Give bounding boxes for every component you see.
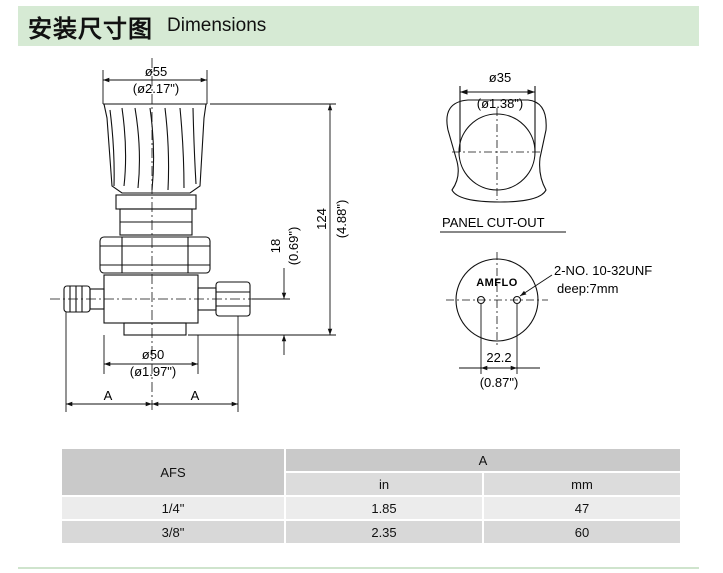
hole-spacing-in: (0.87") [480,375,519,390]
height-mm: 124 [314,208,329,230]
table-cell-in: 2.35 [284,519,483,543]
offset-in: (0.69") [286,227,301,266]
dim-a-right: A [191,388,200,403]
bottom-diameter-mm: ø50 [142,347,164,362]
height-in: (4.88") [334,200,349,239]
handknob [103,103,207,194]
table-cell-afs: 3/8" [62,519,285,543]
bottom-diameter-in: (ø1.97") [130,364,177,379]
top-diameter-in: (ø2.17") [133,81,180,96]
footer-divider [18,567,699,569]
table-header-in: in [285,472,484,496]
table-header-afs: AFS [62,449,286,496]
section-title-chinese: 安装尺寸图 [28,14,153,43]
holes-label: 2-NO. 10-32UNF [554,263,652,278]
table-cell-mm: 47 [482,495,680,520]
panel-cutout-outline [446,99,547,203]
table-cell-afs: 1/4" [62,495,285,520]
brand-logo: AMFLO [476,277,518,289]
panel-cutout-label: PANEL CUT-OUT [442,215,545,230]
table-row: 3/8" 2.35 60 [62,519,680,543]
panel-diameter-in: (ø1.38") [477,96,524,111]
table-header-a: A [285,449,680,473]
panel-diameter-mm: ø35 [489,70,511,85]
dimension-table: AFS A in mm 1/4" 1.85 47 3/8" 2.35 60 [62,449,680,543]
holes-depth: deep:7mm [557,281,618,296]
section-header: 安装尺寸图 Dimensions [18,6,699,46]
table-cell-mm: 60 [482,519,680,543]
offset-mm: 18 [268,239,283,253]
bonnet-nut [99,236,211,274]
section-title-english: Dimensions [167,15,267,36]
dim-a-left: A [104,388,113,403]
table-row: 1/4" 1.85 47 [62,495,680,520]
valve-side-view [63,103,251,336]
table-cell-in: 1.85 [284,495,483,520]
hole-spacing-mm: 22.2 [486,350,511,365]
top-diameter-mm: ø55 [145,64,167,79]
table-header-mm: mm [483,472,680,496]
